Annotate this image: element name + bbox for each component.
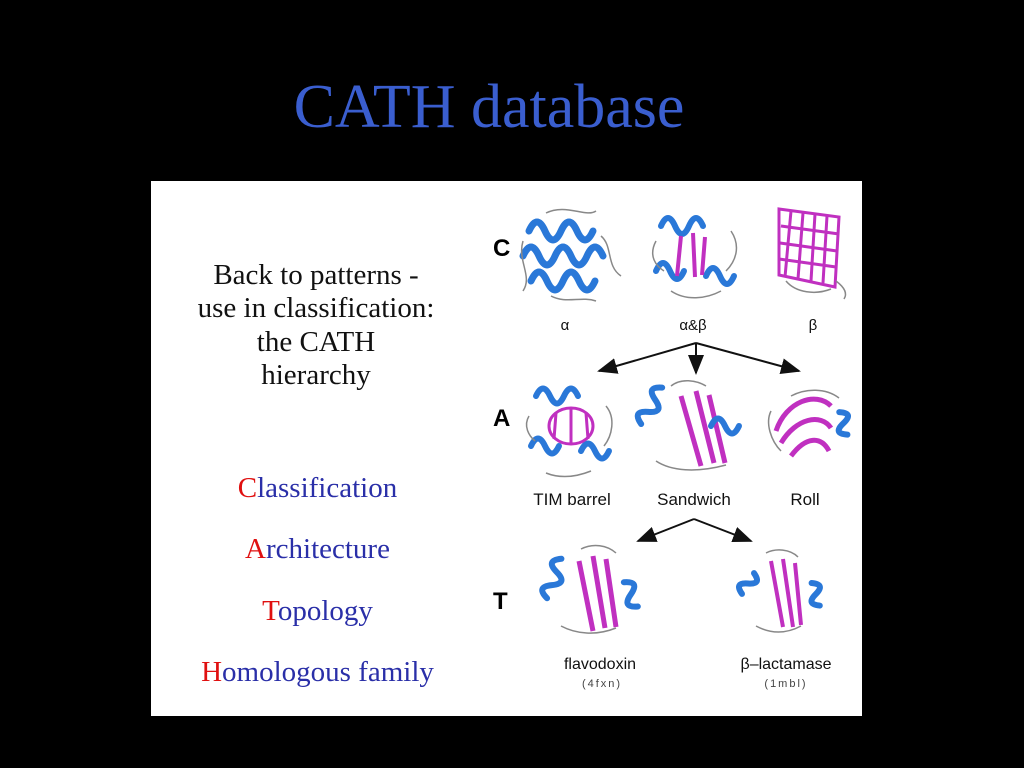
acronym-homologous-family: Homologous family [151, 658, 484, 687]
acronym-letter: H [201, 656, 223, 688]
class-label-alpha-beta: α&β [679, 317, 707, 334]
intro-line: hierarchy [261, 359, 371, 392]
architecture-label-tim-barrel: TIM barrel [533, 490, 610, 509]
figure-panel: Back to patterns - use in classification… [151, 181, 862, 716]
beta-lactamase-structure-image [736, 549, 823, 633]
architecture-label-sandwich: Sandwich [657, 490, 731, 509]
intro-line: Back to patterns - [213, 259, 419, 291]
arrow-to-flavodoxin [636, 518, 695, 542]
slide-title: CATH database [293, 73, 685, 141]
level-label-t: T [493, 588, 508, 615]
architecture-label-roll: Roll [790, 490, 819, 509]
flavodoxin-structure-image [539, 544, 641, 634]
arrow-to-roll [695, 342, 801, 374]
acronym-rest: rchitecture [265, 533, 390, 565]
level-label-c: C [493, 235, 510, 262]
pdb-code-beta-lactamase: (1mbl) [764, 678, 807, 690]
sandwich-structure-image [634, 380, 742, 471]
acronym-architecture: Architecture [151, 535, 484, 564]
roll-structure-image [767, 389, 851, 458]
cath-hierarchy-diagram: C A T α α&β β [493, 207, 851, 690]
acronym-classification: Classification [151, 474, 484, 503]
intro-line: use in classification: [197, 292, 435, 325]
alpha-structure-image [519, 208, 622, 302]
tim-barrel-structure-image [525, 385, 613, 478]
acronym-rest: lassification [257, 472, 398, 504]
class-label-beta: β [809, 317, 818, 334]
arrow-to-beta-lactamase [693, 518, 753, 542]
acronym-letter: A [245, 533, 266, 565]
acronym-rest: opology [277, 595, 373, 627]
acronym-rest: omologous family [222, 656, 434, 688]
topology-label-beta-lactamase: β–lactamase [740, 656, 831, 673]
acronym-letter: T [262, 595, 278, 627]
pdb-code-flavodoxin: (4fxn) [582, 678, 622, 690]
class-label-alpha: α [561, 317, 570, 334]
topology-label-flavodoxin: flavodoxin [564, 656, 636, 673]
alpha-beta-structure-image [652, 215, 738, 299]
acronym-topology: Topology [151, 597, 484, 626]
intro-line: the CATH [256, 325, 376, 358]
level-label-a: A [493, 405, 510, 432]
acronym-letter: C [237, 472, 258, 504]
arrow-to-tim-barrel [597, 342, 697, 374]
intro-text: Back to patterns - use in classification… [161, 259, 471, 392]
beta-structure-image [777, 207, 847, 300]
